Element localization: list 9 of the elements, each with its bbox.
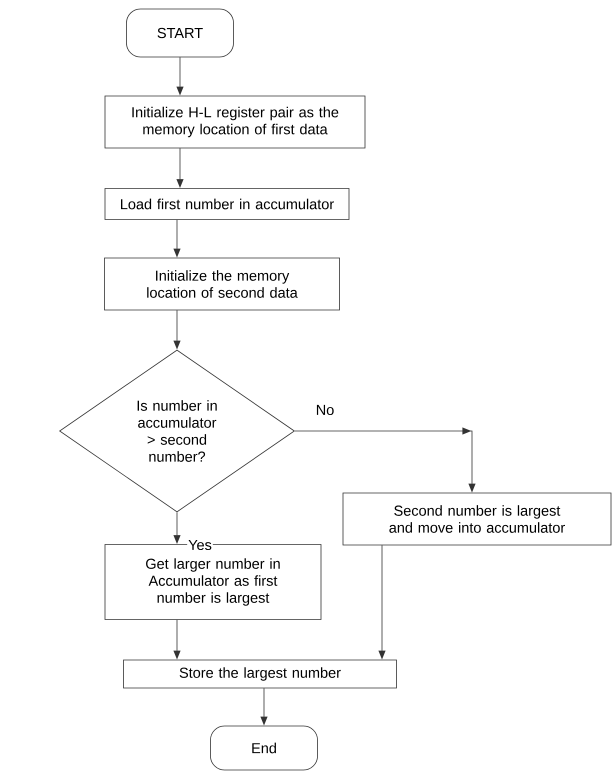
- process-box: Initialize H-L register pair as the memory location of first data: [104, 96, 366, 148]
- process-box: Store the largest number: [123, 660, 397, 688]
- process-box: Load first number in accumulator: [104, 188, 350, 220]
- terminal-box: START: [126, 8, 234, 58]
- terminal-box: End: [210, 726, 318, 770]
- process-box: Second number is largest and move into accumulator: [342, 492, 612, 546]
- edge-label: No: [316, 404, 334, 416]
- edge-label: Yes: [188, 540, 212, 550]
- process-box: Initialize the memory location of second data: [104, 258, 340, 310]
